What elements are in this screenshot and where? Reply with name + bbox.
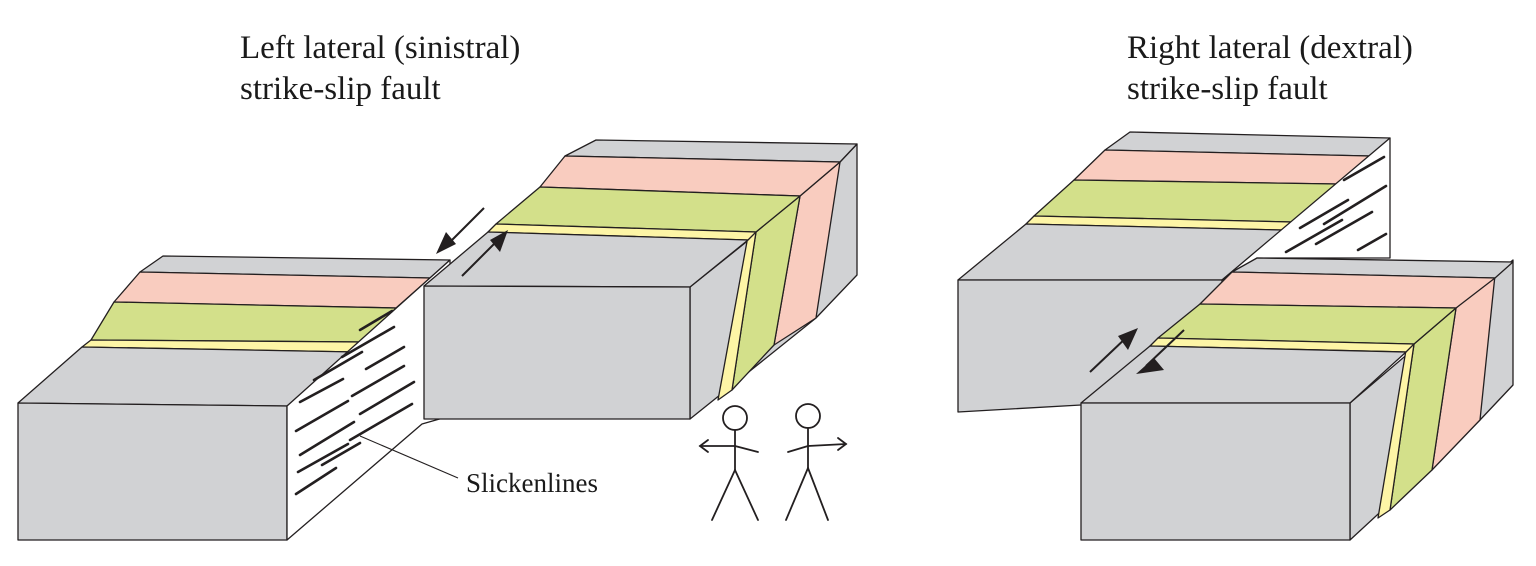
dextral-arrow-down-left-icon xyxy=(1136,358,1164,374)
dextral-title-line1: Right lateral (dextral) xyxy=(1127,30,1413,66)
back-block-front-face xyxy=(423,285,691,420)
arrow-down-left-icon xyxy=(436,232,456,254)
dextral-block-diagram: Right lateral (dextral) strike-slip faul… xyxy=(957,30,1514,541)
front-block-front-face xyxy=(17,402,288,541)
front-block-green-bed xyxy=(90,301,397,343)
dextral-motion-arrows xyxy=(1089,328,1185,374)
dextral-back-pink-bed xyxy=(1073,149,1371,185)
sinistral-back-block xyxy=(423,139,858,420)
dextral-front-green-bed xyxy=(1157,303,1457,345)
sinistral-front-block xyxy=(17,255,451,541)
dextral-title-line2: strike-slip fault xyxy=(1127,71,1328,107)
slickenlines xyxy=(294,309,416,496)
slickenlines-label: Slickenlines xyxy=(466,468,598,498)
sinistral-title-line2: strike-slip fault xyxy=(240,71,441,107)
sinistral-block-diagram: Left lateral (sinistral) strike-slip fau… xyxy=(17,30,858,541)
back-block-top-front-gray xyxy=(423,231,749,288)
dextral-back-green-bed xyxy=(1033,179,1338,223)
slickenlines-leader-line xyxy=(359,435,459,479)
observer-figures xyxy=(698,403,848,521)
arrow-up-right-icon xyxy=(490,230,508,252)
dextral-slickenlines xyxy=(1284,155,1388,254)
sinistral-title-line1: Left lateral (sinistral) xyxy=(240,30,520,66)
observer-right-icon xyxy=(785,403,848,521)
dextral-arrow-up-right-icon xyxy=(1118,328,1138,350)
dextral-front-pink-bed xyxy=(1199,271,1496,309)
sinistral-motion-arrows xyxy=(436,207,508,277)
fault-plane-exposed xyxy=(286,259,451,541)
observer-left-icon xyxy=(698,405,759,521)
dextral-front-block xyxy=(1080,257,1514,541)
dextral-front-front-face xyxy=(1080,402,1351,541)
